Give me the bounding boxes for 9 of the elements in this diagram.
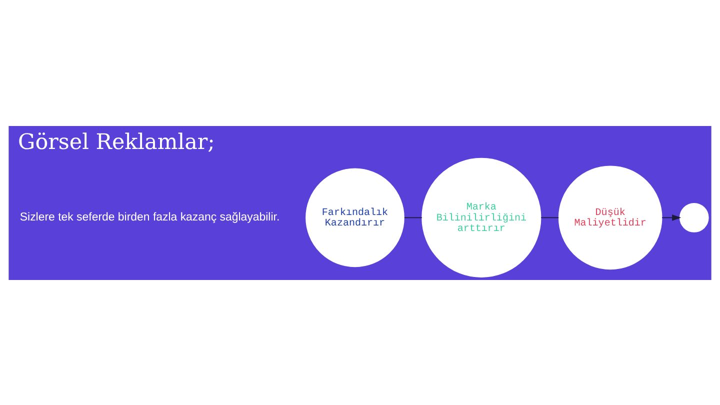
label: Sizlere tek seferde birden fazla kazanç sağlayabilir. xyxy=(20,210,280,223)
connector xyxy=(404,216,422,218)
node-circle: Marka Bilinilirliğini arttırır xyxy=(422,157,542,277)
connector xyxy=(540,216,560,218)
node-circle: Düşük Maliyetlidir xyxy=(558,165,662,270)
arrow xyxy=(662,214,682,220)
node-circle: Farkındalık Kazandırır xyxy=(306,168,404,267)
node-circle xyxy=(679,202,709,232)
diagram-title: Görsel Reklamlar; xyxy=(18,129,215,154)
